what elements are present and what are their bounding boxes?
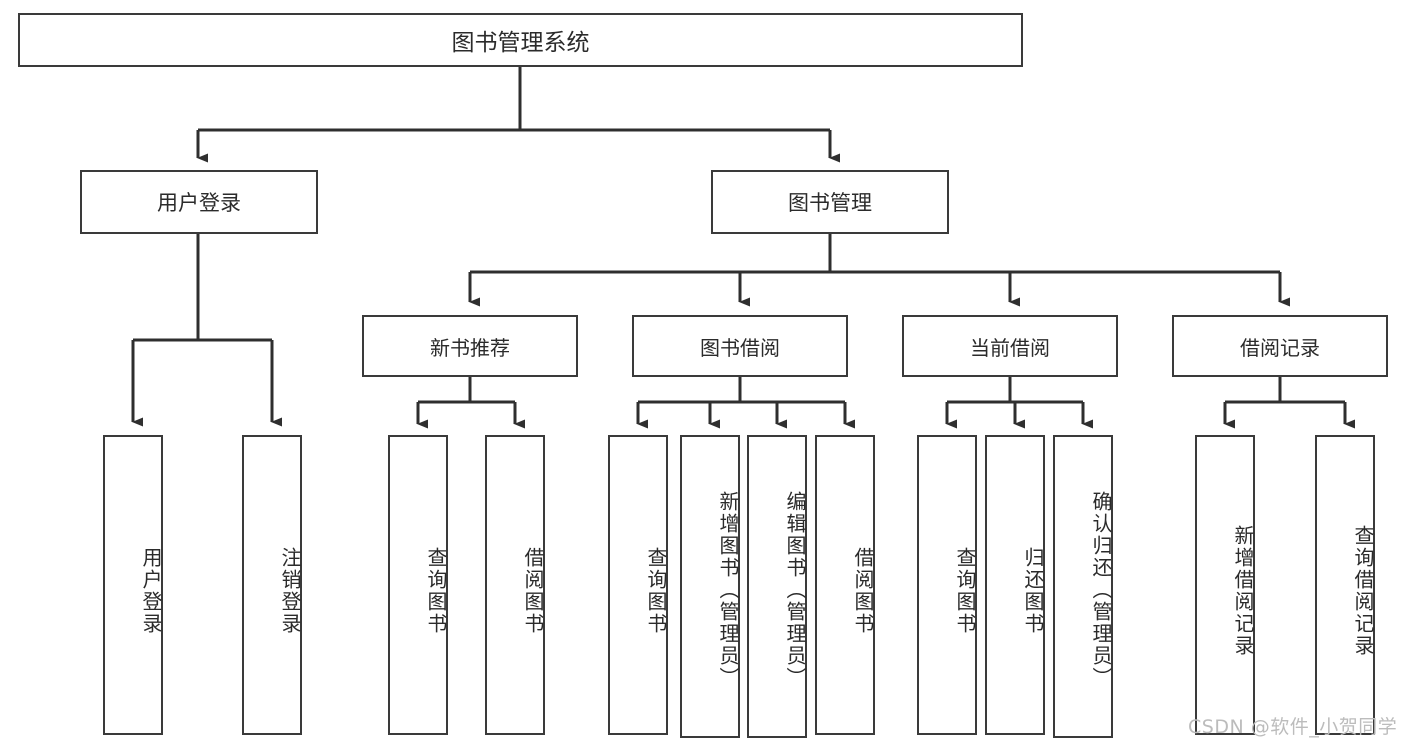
- node-label: 新增图书（管理员）: [716, 490, 740, 689]
- leaf-borrow-book-recommend[interactable]: 借阅图书: [485, 435, 545, 735]
- node-label: 借阅图书: [851, 547, 875, 635]
- watermark: CSDN @软件_小贺同学: [1188, 716, 1398, 738]
- leaf-query-book-recommend[interactable]: 查询图书: [388, 435, 448, 735]
- leaf-logout-login[interactable]: 注销登录: [242, 435, 302, 735]
- node-book-management[interactable]: 图书管理: [711, 170, 949, 234]
- node-label: 新书推荐: [430, 335, 510, 360]
- node-label: 图书借阅: [700, 335, 780, 360]
- node-label: 借阅图书: [521, 547, 545, 635]
- leaf-query-book-borrow[interactable]: 查询图书: [608, 435, 668, 735]
- node-label: 当前借阅: [970, 335, 1050, 360]
- node-label: 用户登录: [157, 191, 241, 215]
- leaf-add-book-admin[interactable]: 新增图书（管理员）: [680, 435, 740, 738]
- node-new-book-recommend[interactable]: 新书推荐: [362, 315, 578, 377]
- node-label: 编辑图书（管理员）: [783, 490, 807, 689]
- node-label: 借阅记录: [1240, 335, 1320, 360]
- node-label: 查询借阅记录: [1351, 525, 1375, 657]
- node-label: 归还图书: [1021, 547, 1045, 635]
- node-label: 新增借阅记录: [1231, 525, 1255, 657]
- node-current-borrow[interactable]: 当前借阅: [902, 315, 1118, 377]
- node-label: 用户登录: [139, 547, 163, 635]
- leaf-return-book[interactable]: 归还图书: [985, 435, 1045, 735]
- node-user-login[interactable]: 用户登录: [80, 170, 318, 234]
- leaf-query-book-current[interactable]: 查询图书: [917, 435, 977, 735]
- leaf-edit-book-admin[interactable]: 编辑图书（管理员）: [747, 435, 807, 738]
- leaf-query-borrow-record[interactable]: 查询借阅记录: [1315, 435, 1375, 735]
- leaf-borrow-book[interactable]: 借阅图书: [815, 435, 875, 735]
- node-label: 确认归还（管理员）: [1089, 490, 1113, 689]
- leaf-add-borrow-record[interactable]: 新增借阅记录: [1195, 435, 1255, 735]
- node-label: 图书管理系统: [451, 30, 590, 56]
- node-label: 查询图书: [953, 547, 977, 635]
- node-label: 查询图书: [644, 547, 668, 635]
- node-label: 图书管理: [788, 191, 872, 215]
- node-root-system[interactable]: 图书管理系统: [18, 13, 1023, 67]
- leaf-user-login[interactable]: 用户登录: [103, 435, 163, 735]
- node-book-borrow[interactable]: 图书借阅: [632, 315, 848, 377]
- node-borrow-record[interactable]: 借阅记录: [1172, 315, 1388, 377]
- leaf-confirm-return-admin[interactable]: 确认归还（管理员）: [1053, 435, 1113, 738]
- node-label: 注销登录: [278, 547, 302, 635]
- node-label: 查询图书: [424, 547, 448, 635]
